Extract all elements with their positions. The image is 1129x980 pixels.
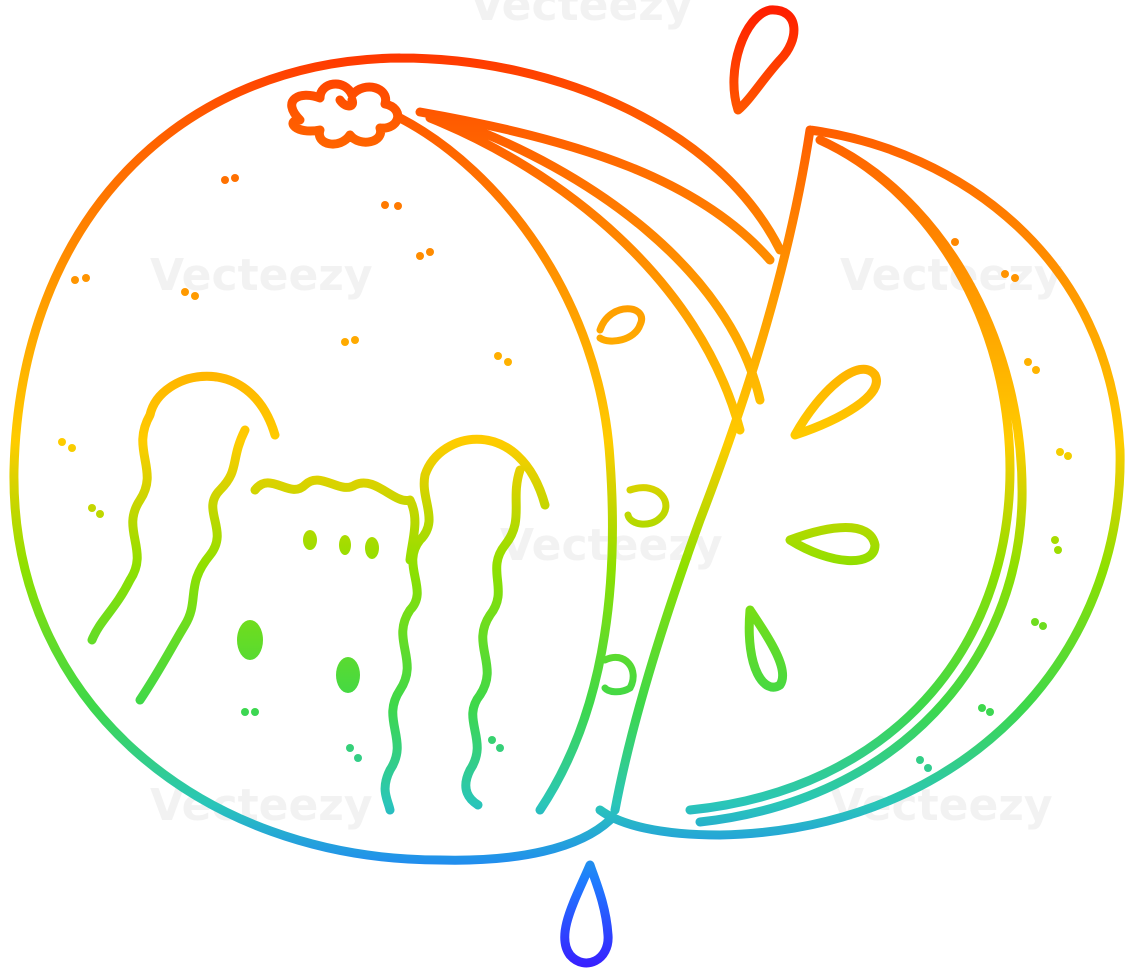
eye-right	[336, 657, 360, 693]
juice-drop	[744, 605, 788, 692]
crying-mouth	[250, 475, 420, 565]
stem-flower-icon	[287, 79, 402, 149]
texture-dots	[58, 174, 1072, 772]
tear-stream-right	[380, 434, 550, 815]
spot	[303, 530, 317, 550]
eye-left	[237, 620, 263, 660]
spot	[339, 535, 351, 555]
tear-stream-left	[87, 371, 280, 705]
peel-bump	[596, 305, 670, 696]
juice-drop-bottom	[560, 860, 613, 968]
orange-slice-outline	[595, 125, 1125, 840]
spot	[365, 537, 379, 559]
juice-drop	[785, 523, 880, 566]
watermark-text: Vecteezy	[470, 0, 693, 31]
juice-drop-top	[729, 5, 799, 115]
orange-slice-rind	[685, 135, 1027, 827]
orange-outline	[9, 53, 785, 865]
juice-drop	[790, 364, 881, 440]
watermark-text: Vecteezy	[830, 780, 1053, 831]
orange-peel-edge	[395, 113, 765, 815]
